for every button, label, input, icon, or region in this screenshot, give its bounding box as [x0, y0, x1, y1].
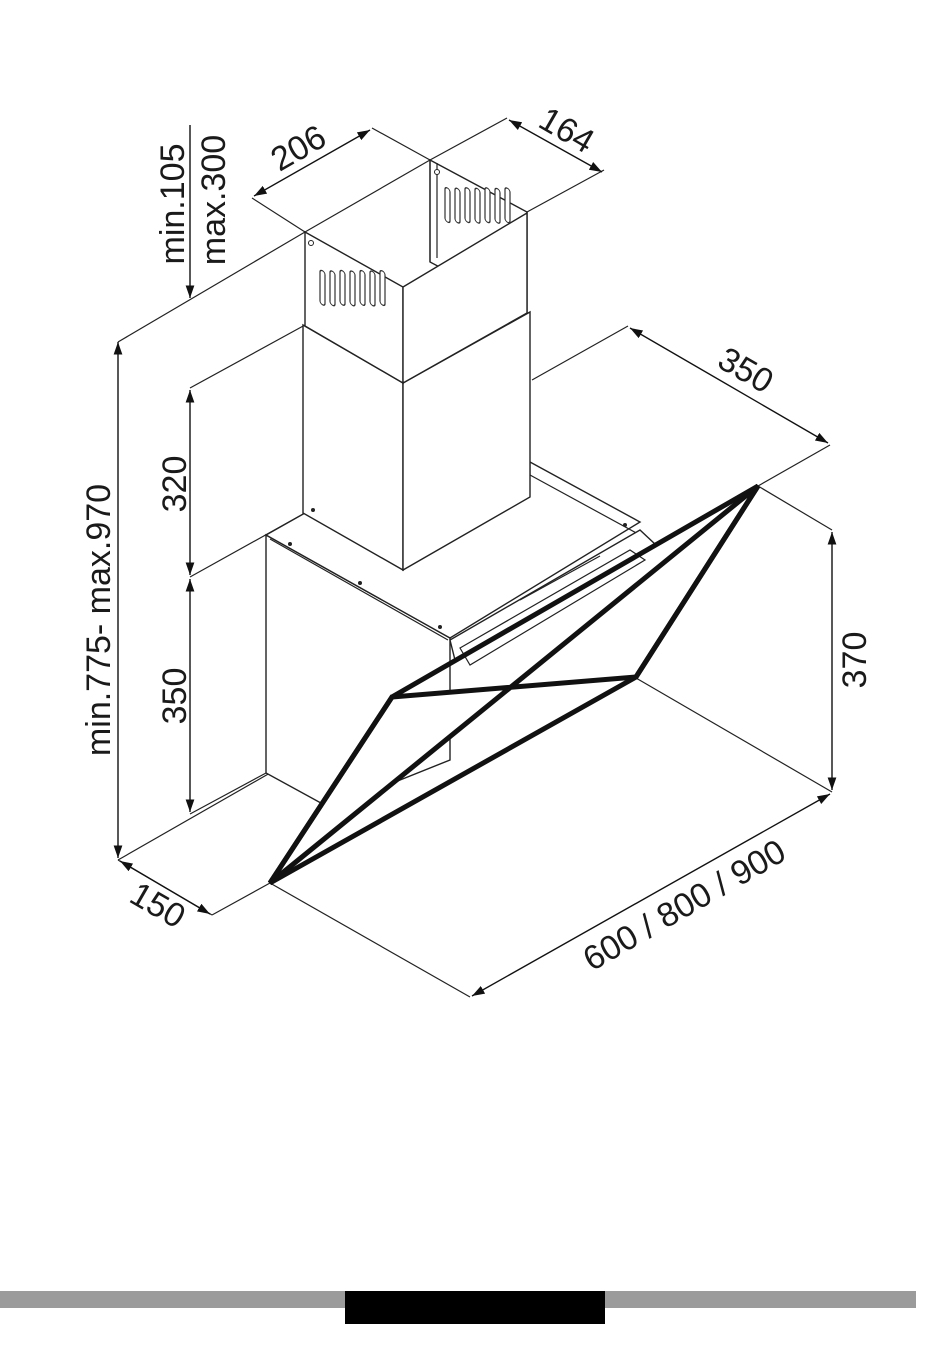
- label-extension-min: min.105: [154, 144, 192, 265]
- footer-block: [345, 1291, 605, 1324]
- label-bottom-depth: 150: [123, 875, 191, 936]
- label-body-height: 350: [156, 668, 194, 725]
- label-hood-width: 600 / 800 / 900: [577, 832, 792, 978]
- label-chimney-height: 320: [156, 456, 194, 513]
- label-hood-depth: 350: [711, 340, 779, 401]
- label-glass-height: 370: [836, 632, 874, 689]
- label-chimney-width: 206: [264, 118, 332, 179]
- label-extension-max: max.300: [195, 135, 233, 265]
- dim-line-width: [472, 794, 830, 996]
- label-chimney-depth: 164: [532, 100, 600, 161]
- label-total-height: min.775- max.970: [80, 484, 118, 756]
